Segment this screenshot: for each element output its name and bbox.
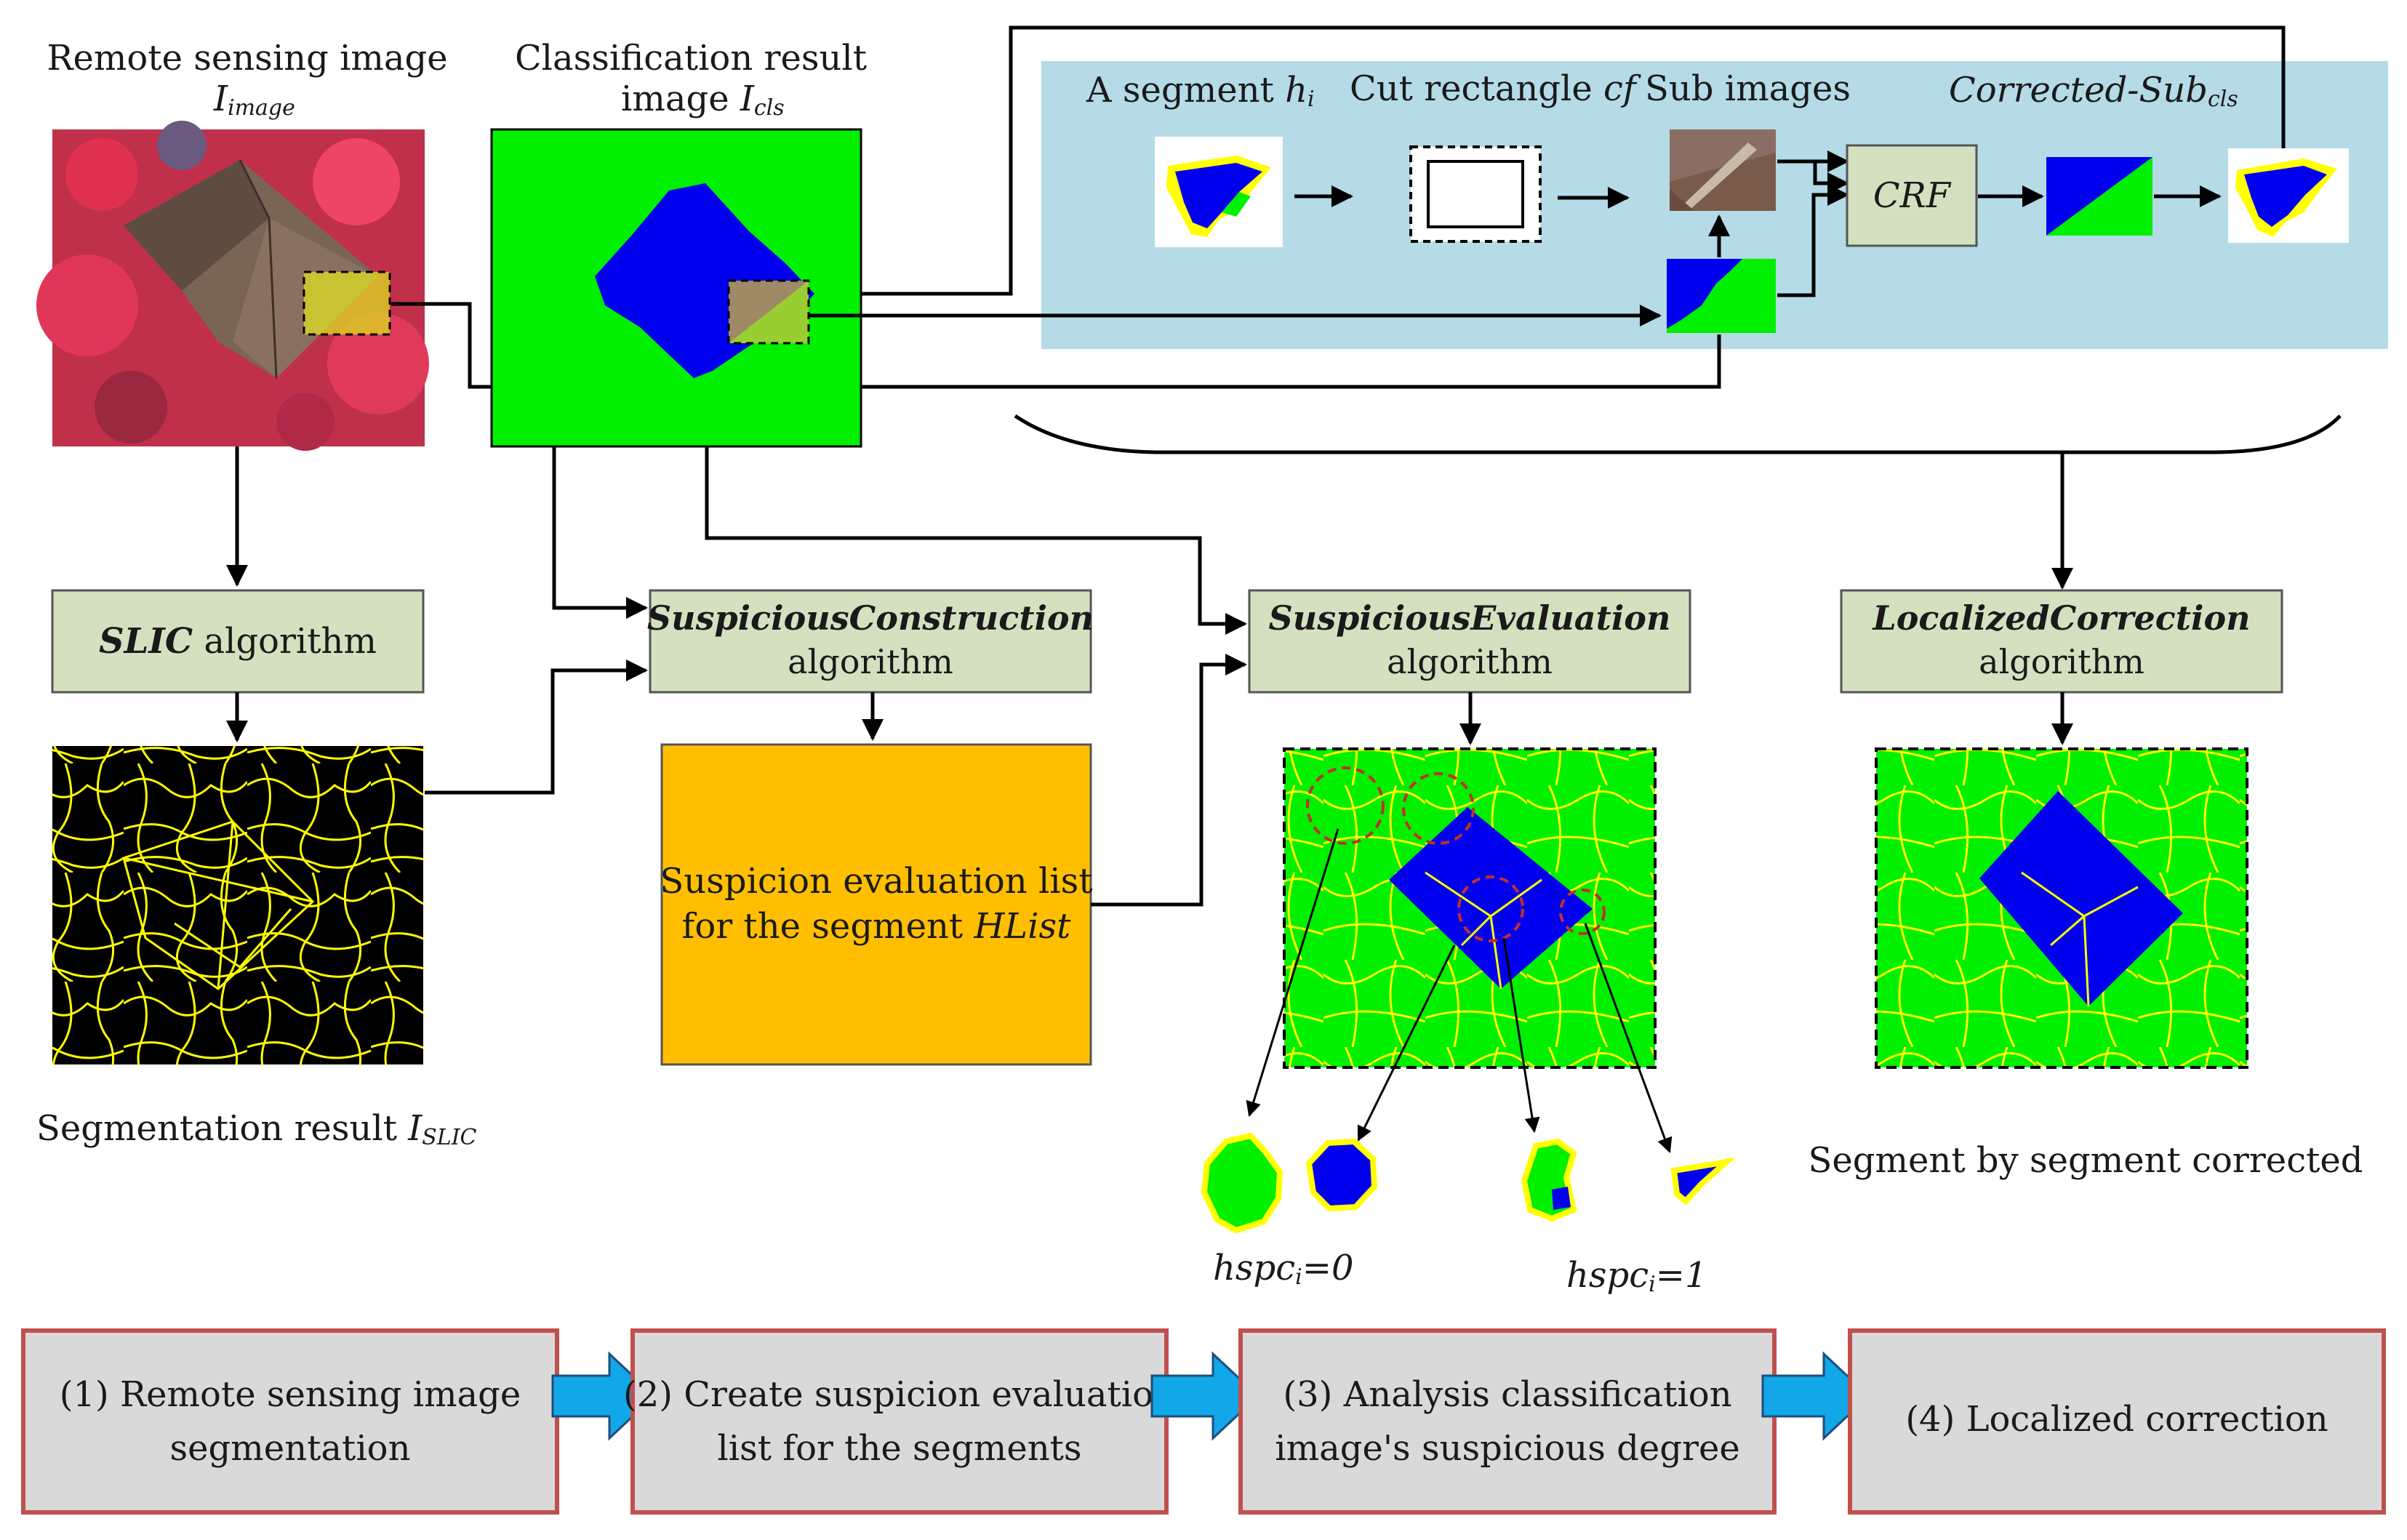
svg-text:image's suspicious degree: image's suspicious degree xyxy=(1275,1428,1740,1469)
wire-crf-upper xyxy=(1777,159,1849,194)
wire-segmentation-to-construct xyxy=(425,659,648,795)
wire-remote-to-sub xyxy=(391,302,1721,389)
wire-cls-to-evaluate xyxy=(705,446,1247,635)
segment-thumbnail xyxy=(1155,137,1283,247)
slic-algorithm-box: SLIC algorithm xyxy=(51,589,425,694)
svg-text:segmentation: segmentation xyxy=(170,1428,411,1469)
segmentation-image xyxy=(52,746,423,1064)
segment-label: A segment hi xyxy=(1086,70,1315,112)
panel-brace xyxy=(1014,414,2342,454)
corrected-image xyxy=(1875,747,2248,1069)
pointer-segment-4 xyxy=(1584,923,1673,1153)
cut-rectangle-icon xyxy=(1409,145,1542,243)
evaluation-image xyxy=(1283,747,1657,1069)
sub-image-classification xyxy=(1667,259,1776,333)
step-1-box: (1) Remote sensing image segmentation xyxy=(21,1328,559,1515)
svg-text:algorithm: algorithm xyxy=(788,642,953,681)
suspicion-list-box: Suspicion evaluation list for the segmen… xyxy=(660,743,1093,1066)
example-segment-corner xyxy=(1670,1157,1737,1206)
step-4-box: (4) Localized correction xyxy=(1848,1328,2386,1515)
example-segment-mixed-blue xyxy=(1552,1187,1571,1210)
remote-sensing-image xyxy=(36,121,429,451)
svg-text:algorithm: algorithm xyxy=(1979,642,2144,681)
step-2-box: (2) Create suspicion evaluation list for… xyxy=(623,1328,1176,1515)
pointer-segment-2 xyxy=(1357,945,1456,1142)
wire-list-to-evaluate xyxy=(1091,654,1247,907)
remote-sensing-label: Remote sensing image xyxy=(47,38,447,79)
wire-cls-to-construct xyxy=(552,446,648,619)
example-segment-blue xyxy=(1305,1138,1378,1212)
step-arrow-3 xyxy=(1761,1351,1871,1441)
classification-label: Classification result xyxy=(515,38,867,79)
svg-text:(4) Localized correction: (4) Localized correction xyxy=(1905,1399,2328,1440)
crf-box: CRF xyxy=(1846,144,1978,247)
cut-rectangle-label: Cut rectangle cf xyxy=(1350,68,1641,109)
crf-result-thumbnail xyxy=(2046,157,2152,236)
example-segment-green xyxy=(1201,1132,1283,1234)
correction-algorithm-box: LocalizedCorrection algorithm xyxy=(1840,589,2283,694)
svg-text:LocalizedCorrection: LocalizedCorrection xyxy=(1871,598,2250,638)
step-arrow-2 xyxy=(1150,1351,1260,1441)
corrected-sub-label: Corrected-Subcls xyxy=(1949,70,2238,112)
segmentation-caption: Segmentation result ISLIC xyxy=(36,1108,477,1150)
construct-algorithm-box: SuspiciousConstruction algorithm xyxy=(647,589,1094,694)
hspc-zero-label: hspci=0 xyxy=(1213,1248,1354,1290)
pointer-segment-3 xyxy=(1502,937,1540,1134)
pointer-segment-1 xyxy=(1246,828,1339,1118)
svg-text:algorithm: algorithm xyxy=(1387,642,1553,681)
evaluate-algorithm-box: SuspiciousEvaluation algorithm xyxy=(1248,589,1691,694)
svg-text:Suspicion evaluation list: Suspicion evaluation list xyxy=(660,861,1092,902)
svg-text:(1) Remote sensing image: (1) Remote sensing image xyxy=(60,1374,521,1415)
remote-sensing-symbol: Iimage xyxy=(213,79,295,121)
hspc-one-label: hspci=1 xyxy=(1566,1255,1707,1297)
wire-cls-to-crf xyxy=(1777,184,1849,297)
svg-text:list for the segments: list for the segments xyxy=(717,1428,1081,1469)
classification-symbol: image Icls xyxy=(621,79,785,121)
svg-text:for the segment HList: for the segment HList xyxy=(682,906,1072,947)
svg-text:(2) Create suspicion evaluatio: (2) Create suspicion evaluation xyxy=(623,1374,1176,1415)
svg-text:SuspiciousConstruction: SuspiciousConstruction xyxy=(647,598,1094,638)
feedback-wire xyxy=(806,25,2286,305)
corrected-segment-thumbnail xyxy=(2228,148,2349,243)
svg-text:CRF: CRF xyxy=(1873,175,1952,216)
sub-image-photo xyxy=(1670,129,1776,211)
svg-text:SLIC algorithm: SLIC algorithm xyxy=(99,621,377,662)
svg-text:(3) Analysis classification: (3) Analysis classification xyxy=(1283,1374,1731,1415)
corrected-caption: Segment by segment corrected xyxy=(1808,1140,2363,1181)
svg-text:SuspiciousEvaluation: SuspiciousEvaluation xyxy=(1269,598,1671,638)
classification-image xyxy=(490,128,862,448)
step-3-box: (3) Analysis classification image's susp… xyxy=(1238,1328,1777,1515)
sub-images-label: Sub images xyxy=(1645,68,1851,109)
